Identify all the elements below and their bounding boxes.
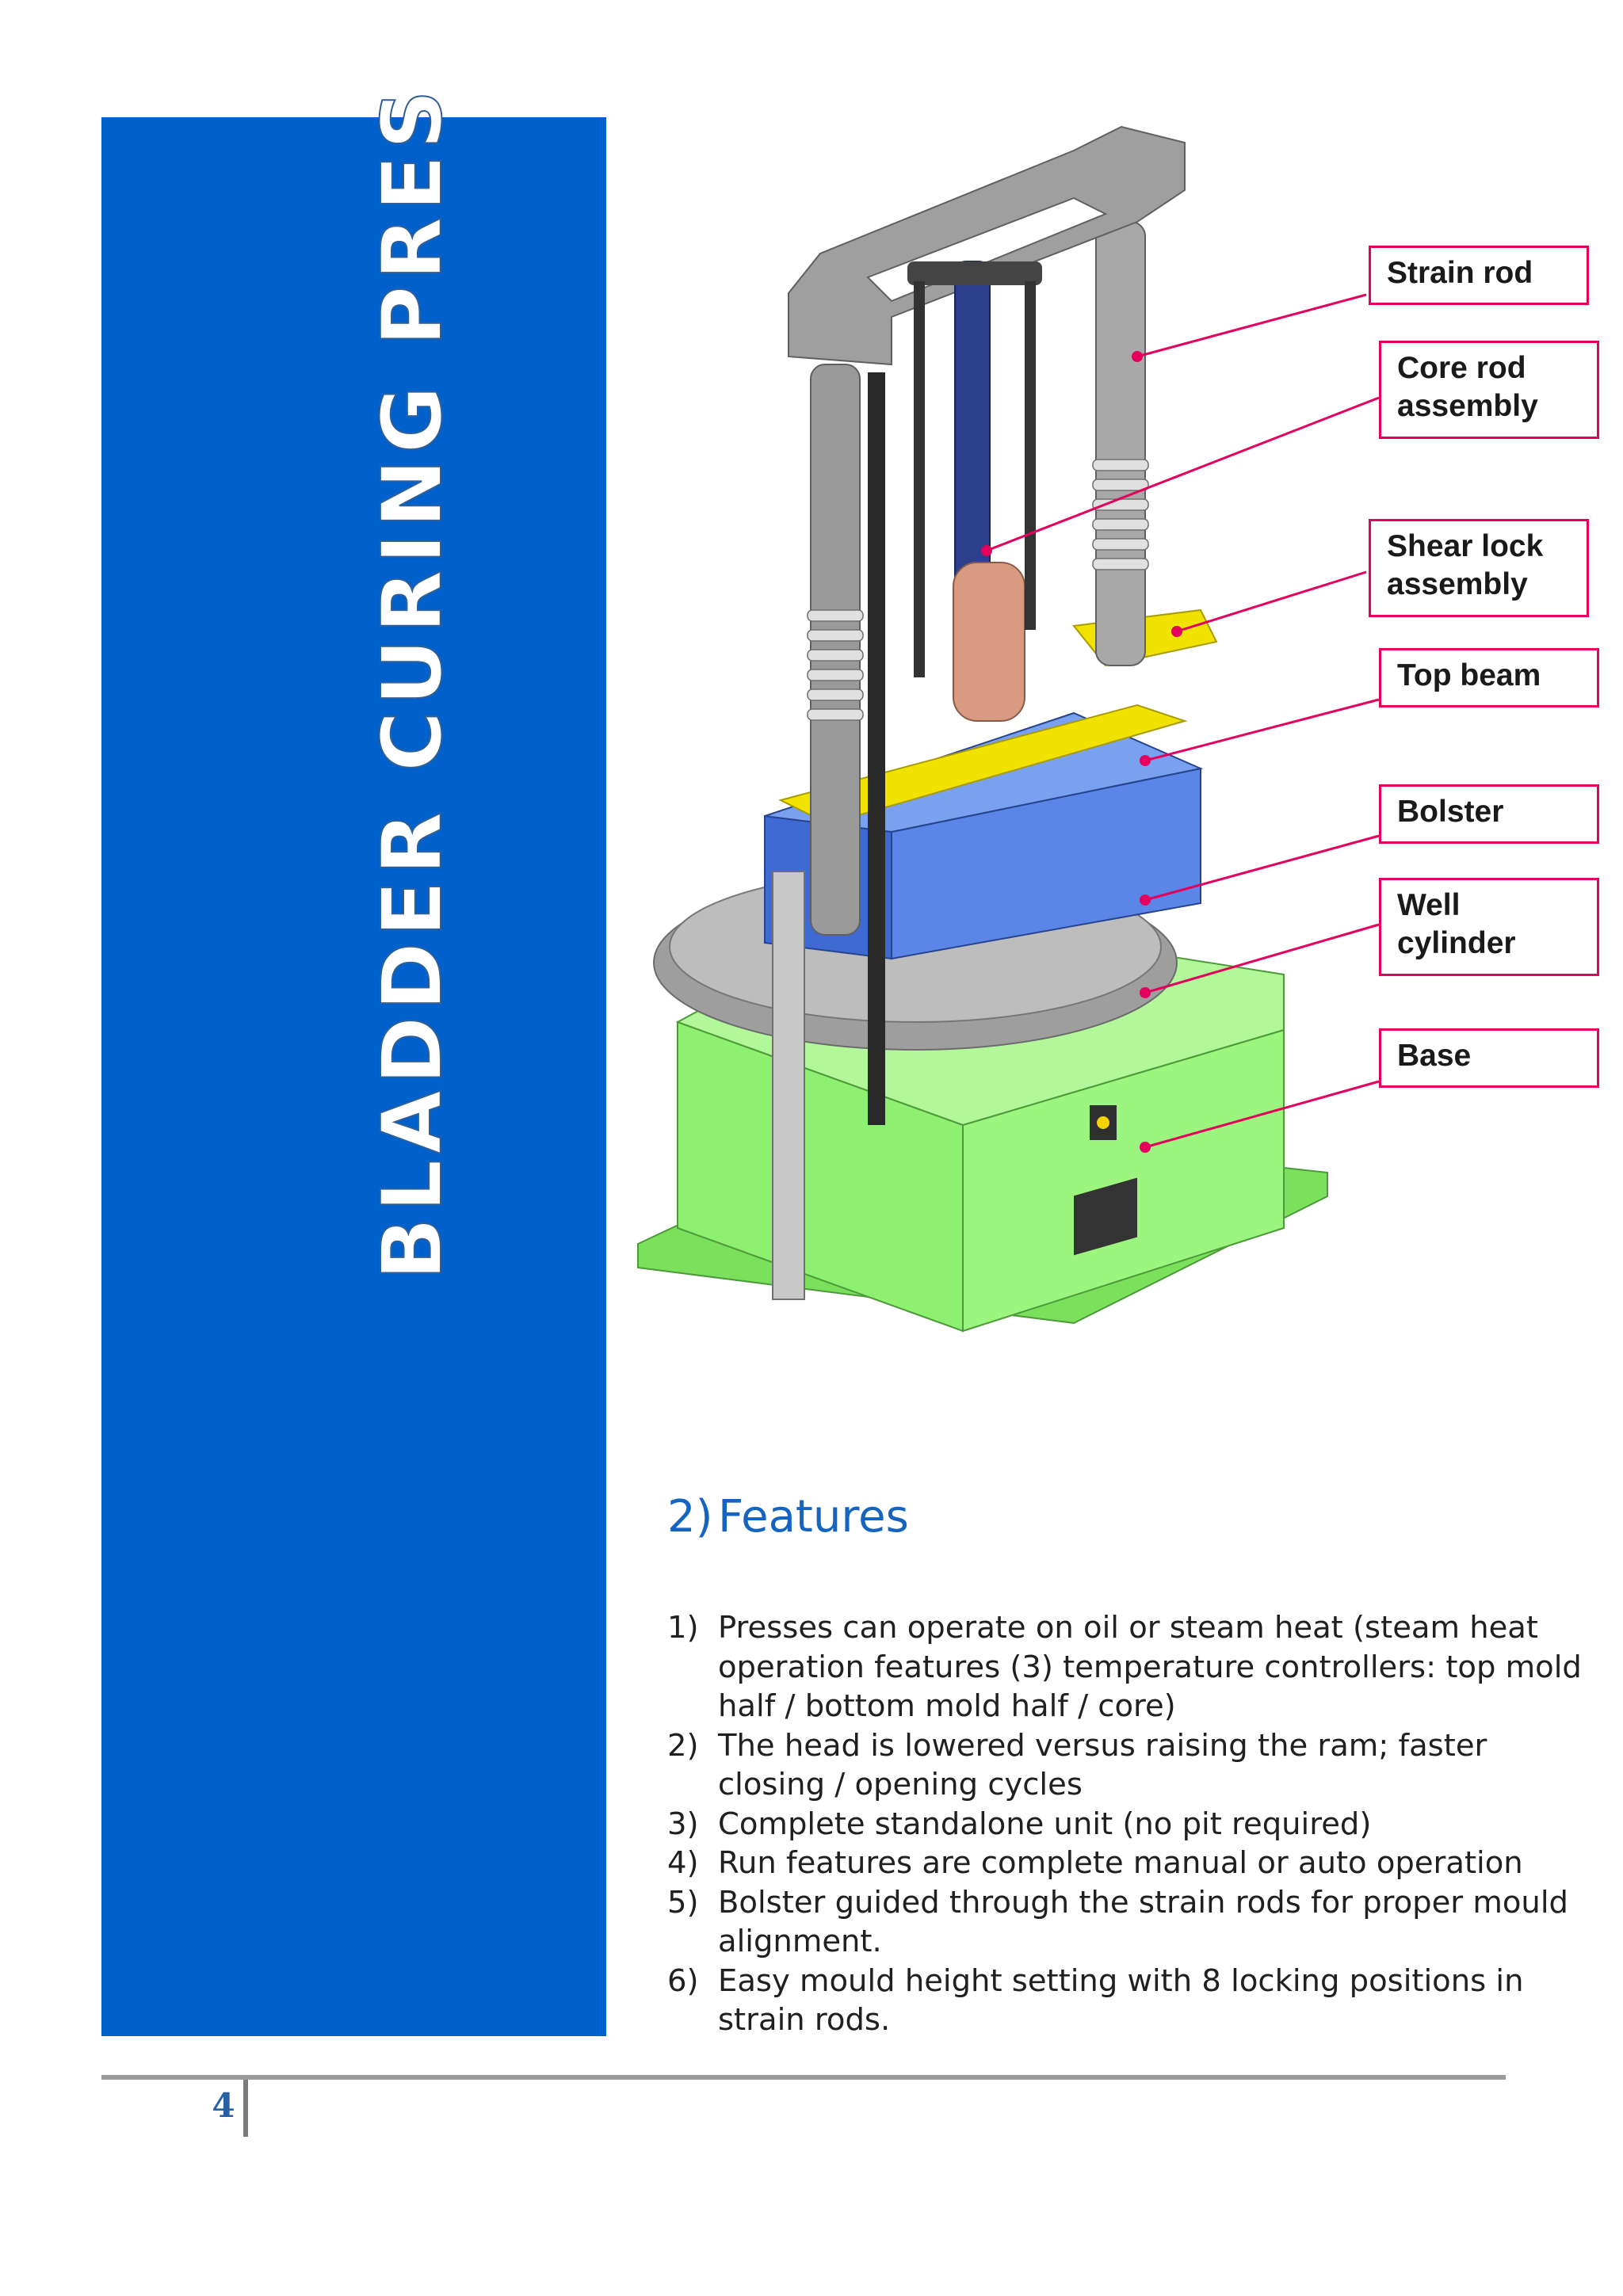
core-rod-guide-left (914, 281, 925, 677)
feature-marker: 2) (667, 1727, 699, 1764)
strain-rod-collars (807, 459, 1149, 721)
feature-marker: 6) (667, 1962, 699, 1999)
feature-text: Presses can operate on oil or steam heat… (718, 1610, 1582, 1724)
feature-marker: 5) (667, 1884, 699, 1920)
callout-well-cylinder: Well cylinder (1379, 878, 1599, 976)
feature-item: 1) Presses can operate on oil or steam he… (667, 1608, 1601, 1726)
feature-item: 6) Easy mould height setting with 8 locki… (667, 1962, 1601, 2040)
feature-item: 4) Run features are complete manual or au… (667, 1844, 1601, 1883)
callout-well-cylinder-text: Well cylinder (1397, 888, 1516, 960)
core-rod-guide-right (1025, 281, 1036, 630)
footer-tick (243, 2080, 248, 2137)
feature-marker: 1) (667, 1610, 699, 1646)
callout-bolster: Bolster (1379, 784, 1599, 844)
feature-item: 2) The head is lowered versus raising the… (667, 1726, 1601, 1805)
feature-text: Easy mould height setting with 8 locking… (718, 1962, 1524, 2039)
callout-base-text: Base (1397, 1039, 1472, 1073)
callout-core-rod-assembly-text: Core rod assembly (1397, 351, 1538, 423)
features-heading-number: 2) (667, 1491, 713, 1543)
base-port (1074, 1177, 1137, 1256)
side-cylinder (772, 871, 805, 1300)
feature-item: 5) Bolster guided through the strain rods… (667, 1883, 1601, 1962)
callout-shear-lock-assembly: Shear lock assembly (1369, 519, 1589, 617)
callout-leaders (986, 293, 1380, 1149)
core-rod-crosshead (907, 261, 1042, 285)
feature-marker: 3) (667, 1806, 699, 1842)
tie-bar-left (868, 372, 885, 1125)
side-title: BLADDER CURING PRES (363, 84, 461, 1281)
feature-text: Complete standalone unit (no pit require… (718, 1806, 1372, 1842)
callout-strain-rod-text: Strain rod (1387, 256, 1533, 290)
features-list: 1) Presses can operate on oil or steam he… (667, 1608, 1601, 2040)
callout-top-beam: Top beam (1379, 648, 1599, 707)
callout-core-rod-assembly: Core rod assembly (1379, 341, 1599, 439)
features-heading: 2)Features (667, 1489, 909, 1545)
feature-marker: 4) (667, 1845, 699, 1881)
press-illustration: Strain rod Core rod assembly Shear lock … (630, 119, 1601, 1418)
callout-arrowheads (981, 351, 1182, 1153)
title-band (101, 117, 606, 2036)
base-socket-light (1097, 1116, 1109, 1129)
press-3d-drawing (637, 125, 1380, 1333)
strain-rod-right (1095, 221, 1146, 666)
callout-bolster-text: Bolster (1397, 795, 1504, 829)
callout-shear-lock-assembly-text: Shear lock assembly (1387, 529, 1544, 601)
feature-text: The head is lowered versus raising the r… (718, 1727, 1487, 1803)
callout-top-beam-text: Top beam (1397, 658, 1541, 692)
page-number: 4 (212, 2086, 235, 2125)
callout-strain-rod: Strain rod (1369, 246, 1589, 305)
footer-rule (101, 2075, 1506, 2080)
core-rod-sleeve (953, 562, 1025, 722)
feature-item: 3) Complete standalone unit (no pit requi… (667, 1805, 1601, 1844)
callout-base: Base (1379, 1028, 1599, 1088)
feature-text: Bolster guided through the strain rods f… (718, 1884, 1568, 1960)
features-heading-text: Features (718, 1491, 909, 1543)
feature-text: Run features are complete manual or auto… (718, 1845, 1523, 1881)
